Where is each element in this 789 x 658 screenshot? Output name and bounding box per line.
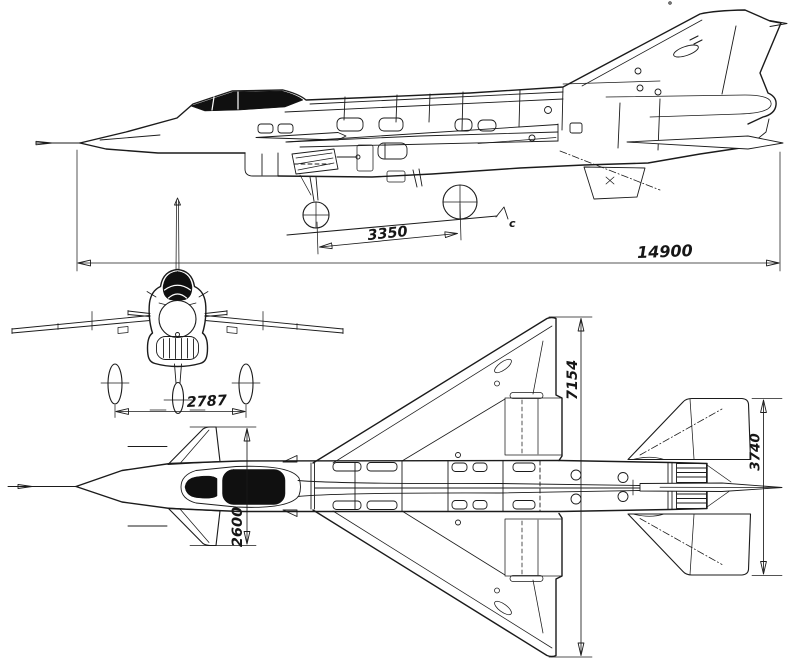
fuselage-lower-outline: [79, 142, 246, 154]
access-hatches: [257, 1, 672, 160]
dim-wing-span: 7154: [548, 316, 593, 658]
fuselage-plan-outline: [75, 459, 708, 513]
canard-planform-lower: [167, 507, 221, 547]
left-main-wheel: [107, 363, 123, 405]
vertical-tail-details: [562, 19, 772, 118]
gun-pack: [291, 148, 361, 175]
pitot-boom-icon: [35, 140, 81, 146]
dim-wheelbase: 3350: [316, 203, 462, 255]
ventral-intake-lip: [244, 152, 279, 177]
canopy-glass: [190, 90, 304, 112]
fuselage-upper-outline: [79, 9, 782, 144]
fuselage-hatches-plan: [332, 452, 629, 526]
panel-lines: [99, 86, 661, 165]
ground-break-mark: [495, 206, 509, 220]
side-view: c 3350 14900: [35, 1, 788, 272]
aux-intake-wedges: [282, 455, 298, 517]
nose-landing-gear: [299, 174, 330, 229]
canopy-glass-plan: [222, 469, 286, 505]
canard-root-fairings: [146, 291, 209, 298]
canard-planform-upper: [167, 426, 221, 466]
tailplane-planform-lower: [627, 513, 752, 576]
dim-label-canard-span: 2600: [230, 507, 246, 547]
pitot-boom-plan-icon: [7, 484, 77, 489]
canard-edge: [255, 132, 347, 141]
spine-fairing: [297, 480, 641, 497]
nose-antennas: [127, 446, 168, 527]
tailplane-planform-upper: [627, 397, 752, 461]
wing-planform-upper: [312, 316, 563, 464]
top-view: 7154 3740 2600: [7, 316, 783, 658]
main-landing-gear: [356, 144, 478, 220]
belly-line: [277, 146, 748, 178]
radome-circle: [158, 299, 197, 339]
canopy-plan: [180, 465, 301, 508]
dim-canard-span: 2600: [189, 426, 257, 547]
tail-cone-lines: [706, 464, 732, 508]
fuselage-frames: [310, 460, 673, 512]
dim-label-overall-length: 14900: [637, 241, 693, 262]
front-view: 2787: [11, 197, 344, 418]
dim-overall-length: 14900: [76, 149, 781, 272]
ground-mark-label: c: [509, 217, 516, 230]
fin-tip-fairing: [769, 20, 788, 27]
canard-front: [127, 310, 228, 317]
right-main-wheel: [238, 363, 254, 405]
ventral-fin: [559, 150, 661, 200]
wing-root-edge: [285, 123, 559, 148]
wing-planform-lower: [312, 509, 563, 658]
wings-front: [11, 311, 344, 334]
nose-wheel-front: [171, 381, 185, 415]
stabilator-edge: [626, 135, 784, 150]
windscreen-glass-plan: [184, 475, 218, 499]
dim-label-wing-span: 7154: [565, 360, 581, 400]
front-view-wheels: [100, 363, 261, 415]
dim-wheel-track: 2787: [114, 393, 247, 418]
dim-label-wheelbase: 3350: [367, 224, 409, 244]
dim-label-tailplane-span: 3740: [748, 433, 764, 471]
tail-spike: [632, 479, 783, 496]
intake-grill: [156, 336, 199, 360]
dim-label-wheel-track: 2787: [186, 393, 228, 411]
dim-tailplane-span: 3740: [748, 398, 783, 576]
